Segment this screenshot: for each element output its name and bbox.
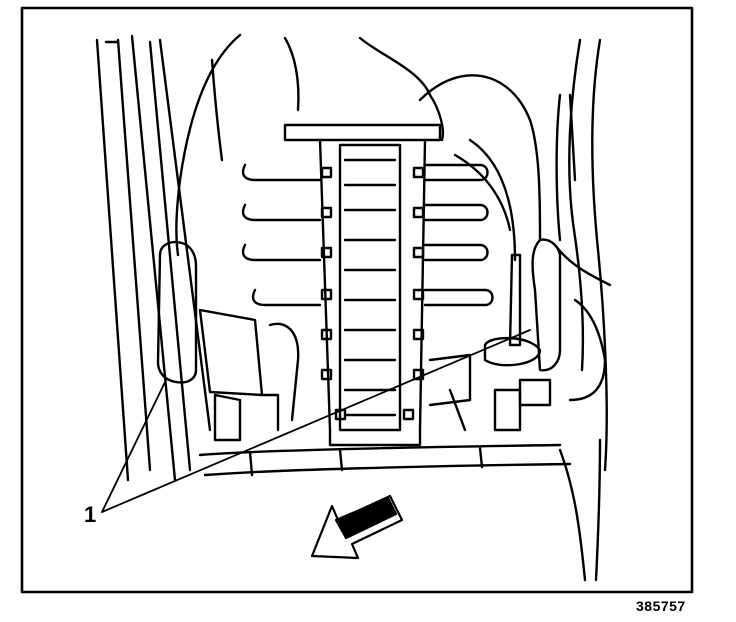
left-component-housing — [156, 241, 300, 442]
callout-leader-lines — [101, 329, 531, 513]
intake-manifold — [241, 123, 494, 447]
figure-id: 385757 — [636, 598, 686, 614]
right-sensor-assembly — [428, 238, 562, 432]
lower-crossmember — [198, 443, 572, 477]
figure-frame — [20, 6, 694, 594]
left-frame-rail — [95, 34, 212, 482]
right-frame-structure — [553, 38, 612, 582]
wiring-harness — [175, 33, 542, 262]
front-direction-arrow-icon — [310, 494, 404, 560]
callout-label-1: 1 — [84, 502, 97, 527]
